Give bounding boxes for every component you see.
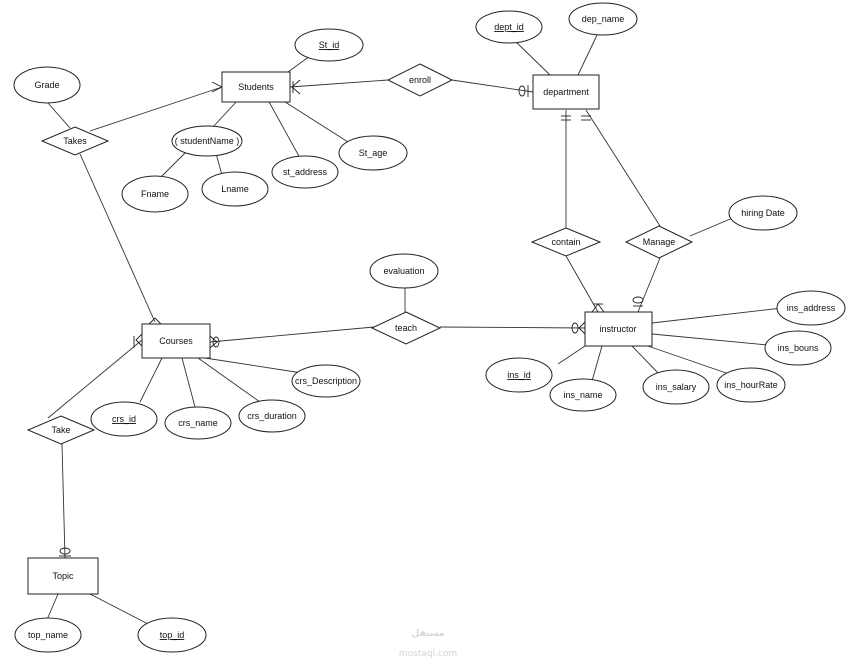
attribute-label: St_age: [359, 148, 388, 158]
attribute-top-id[interactable]: top_id: [137, 617, 207, 653]
attribute-label: ins_salary: [656, 382, 697, 392]
attribute-label: ( studentName ): [175, 136, 240, 146]
attribute-ins-id[interactable]: ins_id: [485, 357, 553, 393]
entity-label: department: [543, 87, 589, 97]
attribute-crs-description[interactable]: crs_Description: [291, 364, 361, 398]
attribute-top-name[interactable]: top_name: [14, 617, 82, 653]
entity-topic[interactable]: Topic: [27, 557, 99, 595]
attribute-label: dept_id: [494, 22, 524, 32]
relationship-contain[interactable]: contain: [530, 227, 602, 257]
relationship-teach[interactable]: teach: [370, 311, 442, 345]
relationship-label: Manage: [643, 237, 676, 247]
attribute-st-address[interactable]: st_address: [271, 155, 339, 189]
entity-instructor[interactable]: instructor: [584, 311, 653, 347]
attribute-label: ins_hourRate: [724, 380, 778, 390]
attribute-st-age[interactable]: St_age: [338, 135, 408, 171]
attribute-ins-bouns[interactable]: ins_bouns: [764, 330, 832, 366]
relationship-manage[interactable]: Manage: [624, 225, 694, 259]
attribute-label: ins_name: [563, 390, 602, 400]
watermark-arabic: مستقل: [412, 629, 445, 639]
attribute-crs-id[interactable]: crs_id: [90, 401, 158, 437]
entity-courses[interactable]: Courses: [141, 323, 211, 359]
attribute-dept-id[interactable]: dept_id: [475, 10, 543, 44]
entity-department[interactable]: department: [532, 74, 600, 110]
attribute-label: crs_duration: [247, 411, 297, 421]
entity-label: Topic: [52, 571, 74, 581]
attribute-label: Fname: [141, 189, 169, 199]
relationship-label: enroll: [409, 75, 431, 85]
attribute-label: St_id: [319, 40, 340, 50]
entity-label: Courses: [159, 336, 193, 346]
attribute-ins-salary[interactable]: ins_salary: [642, 369, 710, 405]
attribute-evaluation[interactable]: evaluation: [369, 253, 439, 289]
attribute-ins-name[interactable]: ins_name: [549, 378, 617, 412]
attribute-label: crs_Description: [295, 376, 357, 386]
watermark-latin: mostaql.com: [399, 649, 457, 659]
attribute-student-name[interactable]: ( studentName ): [171, 125, 243, 157]
attribute-hiring-date[interactable]: hiring Date: [728, 195, 798, 231]
attribute-label: hiring Date: [741, 208, 785, 218]
attribute-dep-name[interactable]: dep_name: [568, 2, 638, 36]
entity-label: instructor: [599, 324, 636, 334]
attribute-label: crs_id: [112, 414, 136, 424]
attribute-label: Lname: [221, 184, 249, 194]
entity-label: Students: [238, 82, 274, 92]
attribute-grade[interactable]: Grade: [13, 66, 81, 104]
attribute-label: crs_name: [178, 418, 218, 428]
attribute-fname[interactable]: Fname: [121, 175, 189, 213]
cardinality-marks: [59, 79, 644, 557]
relationship-label: teach: [395, 323, 417, 333]
relationship-label: Take: [51, 425, 70, 435]
attribute-label: ins_id: [507, 370, 531, 380]
attribute-label: top_name: [28, 630, 68, 640]
attribute-label: Grade: [34, 80, 59, 90]
attribute-label: st_address: [283, 167, 328, 177]
attribute-ins-address[interactable]: ins_address: [776, 290, 846, 326]
attribute-label: top_id: [160, 630, 185, 640]
attribute-crs-name[interactable]: crs_name: [164, 406, 232, 440]
relationship-take[interactable]: Take: [26, 415, 96, 445]
relationship-takes[interactable]: Takes: [40, 126, 110, 156]
attribute-label: ins_bouns: [777, 343, 819, 353]
entity-students[interactable]: Students: [221, 71, 291, 103]
attribute-label: evaluation: [383, 266, 424, 276]
relationship-enroll[interactable]: enroll: [386, 63, 454, 97]
attribute-st-id[interactable]: St_id: [294, 28, 364, 62]
attribute-label: ins_address: [787, 303, 836, 313]
relationship-label: Takes: [63, 136, 87, 146]
attribute-label: dep_name: [582, 14, 625, 24]
attribute-lname[interactable]: Lname: [201, 171, 269, 207]
attribute-ins-hour-rate[interactable]: ins_hourRate: [716, 367, 786, 403]
relationship-label: contain: [551, 237, 580, 247]
watermark-logo: مستقل mostaql.com: [399, 629, 457, 659]
attribute-crs-duration[interactable]: crs_duration: [238, 399, 306, 433]
